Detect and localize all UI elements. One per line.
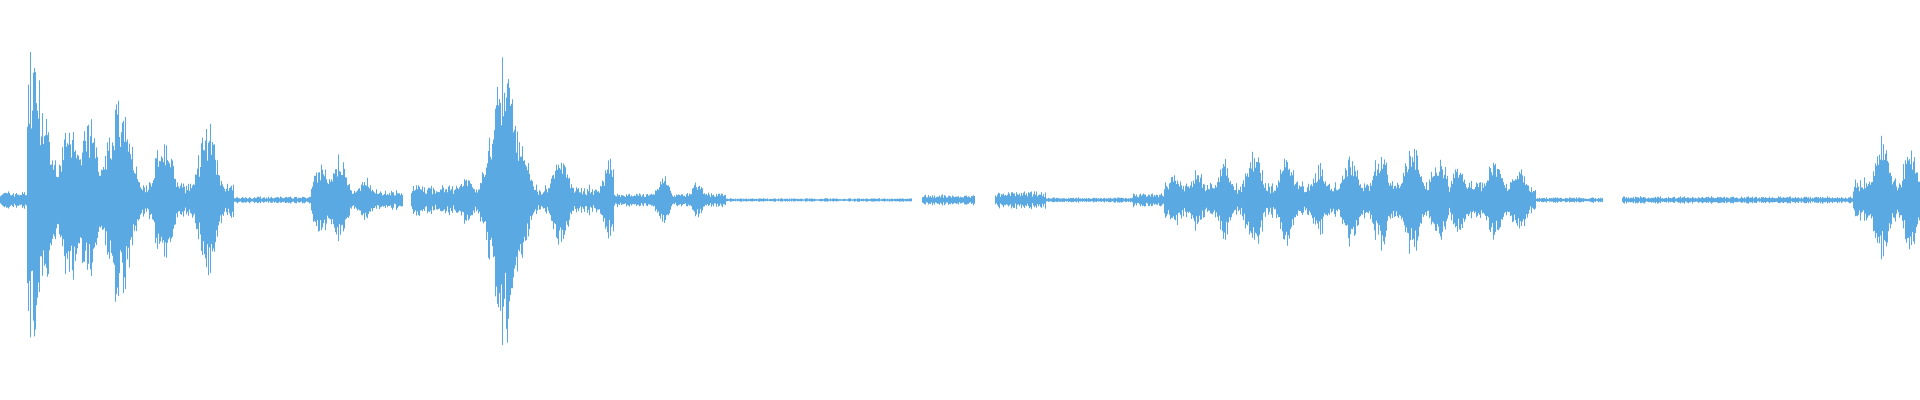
waveform-segment-14 <box>1853 135 1920 260</box>
waveform-bars <box>0 51 1920 346</box>
waveform-segment-1 <box>27 51 234 338</box>
waveform-segment-9 <box>1046 197 1133 203</box>
waveform-segment-10 <box>1133 193 1164 208</box>
waveform-segment-4 <box>411 57 614 346</box>
waveform-segment-13 <box>1622 196 1853 204</box>
waveform-segment-3 <box>311 154 403 242</box>
waveform-segment-0 <box>0 191 27 209</box>
waveform-segment-6 <box>726 198 912 202</box>
waveform-segment-2 <box>234 196 311 204</box>
waveform-segment-5 <box>614 176 726 223</box>
waveform-segment-12 <box>1536 197 1603 203</box>
waveform-segment-11 <box>1164 148 1536 254</box>
waveform-segment-8 <box>995 191 1046 210</box>
waveform-segment-7 <box>922 194 975 206</box>
